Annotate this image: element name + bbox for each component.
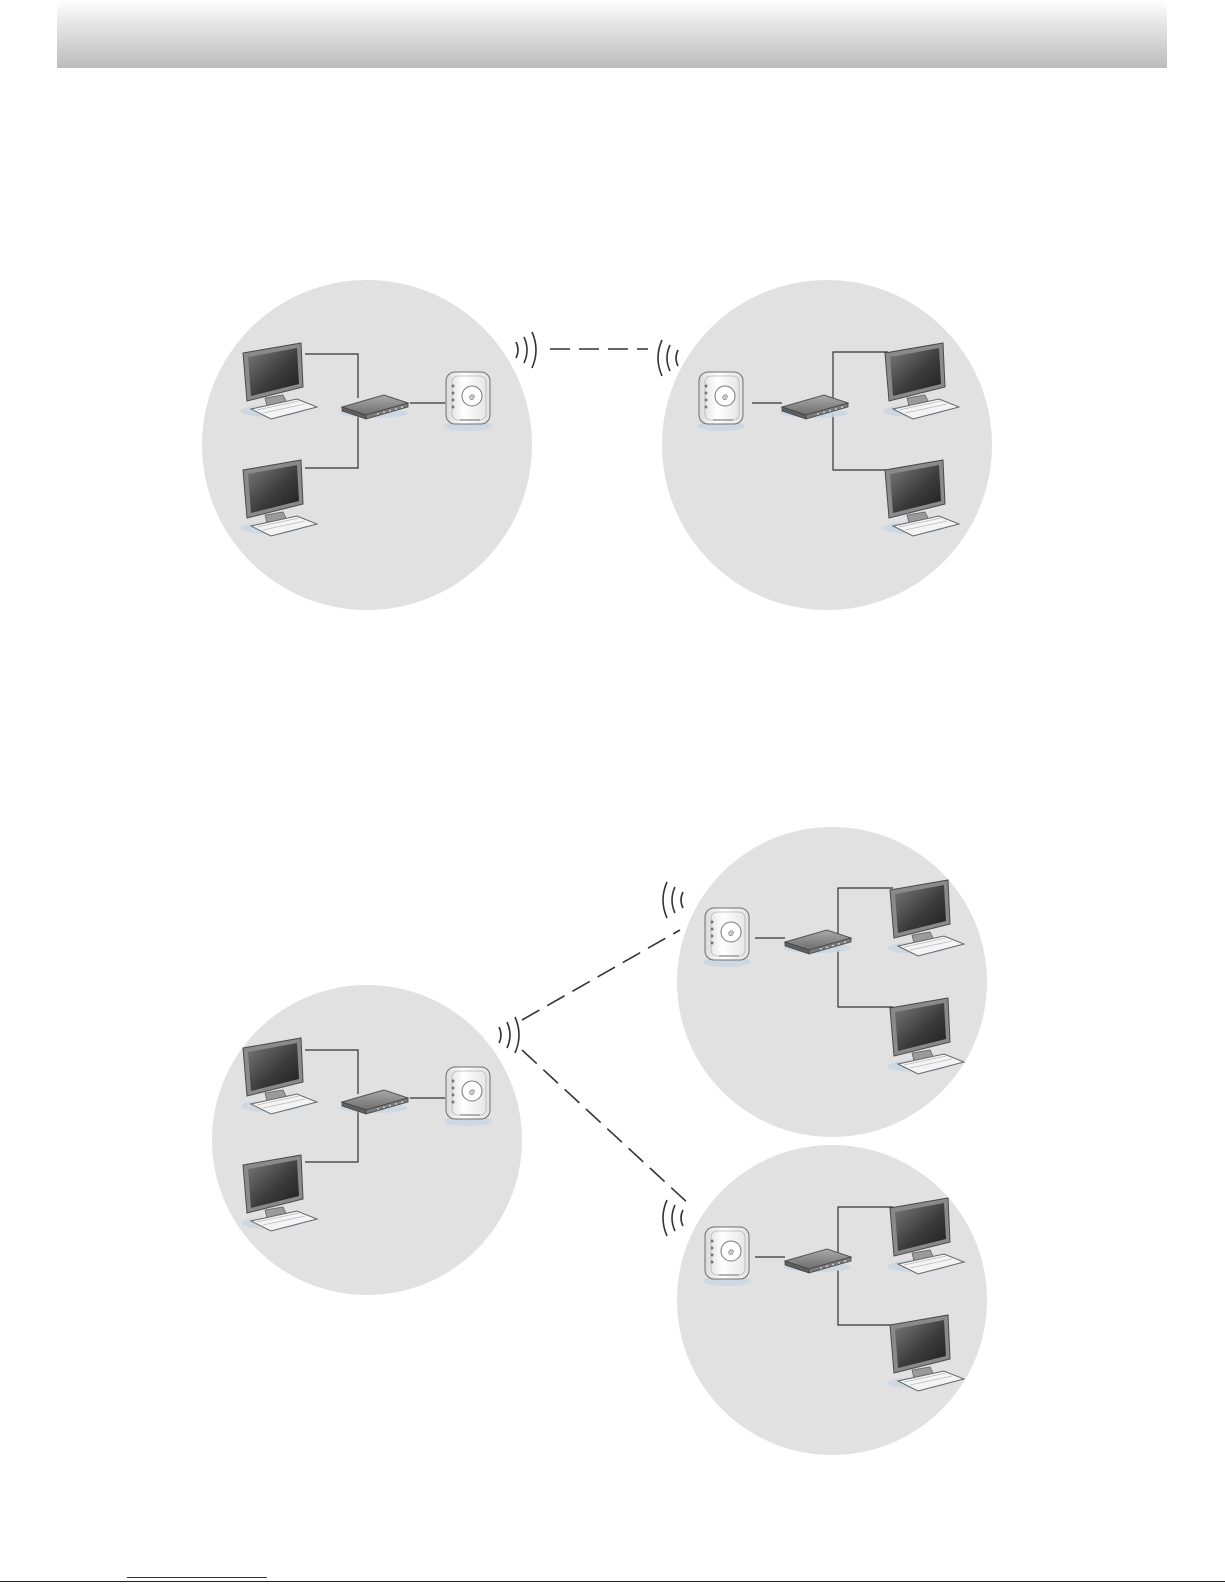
zone-lan-remote-2 bbox=[677, 1145, 987, 1455]
diagram-point-to-point bbox=[202, 280, 992, 610]
access-point-icon bbox=[697, 372, 745, 431]
footer-link-underline[interactable] bbox=[127, 1577, 267, 1578]
zone-lan-root bbox=[212, 985, 522, 1295]
access-point-icon bbox=[444, 372, 492, 431]
zone-lan-remote-1 bbox=[677, 827, 987, 1137]
wireless-link bbox=[522, 930, 680, 1020]
wireless-signal-icon bbox=[516, 332, 536, 368]
access-point-icon bbox=[703, 908, 751, 967]
access-point-icon bbox=[703, 1227, 751, 1286]
zone-lan-b bbox=[662, 280, 992, 610]
zone-lan-a bbox=[202, 280, 532, 610]
footer-rule bbox=[0, 1581, 1225, 1582]
wireless-signal-icon bbox=[663, 1200, 683, 1236]
diagram-point-to-multipoint bbox=[212, 827, 987, 1455]
access-point-icon bbox=[444, 1067, 492, 1126]
wireless-signal-icon bbox=[658, 340, 678, 376]
wireless-signal-icon bbox=[663, 882, 683, 918]
wireless-link bbox=[522, 1050, 690, 1205]
wireless-signal-icon bbox=[499, 1017, 519, 1053]
